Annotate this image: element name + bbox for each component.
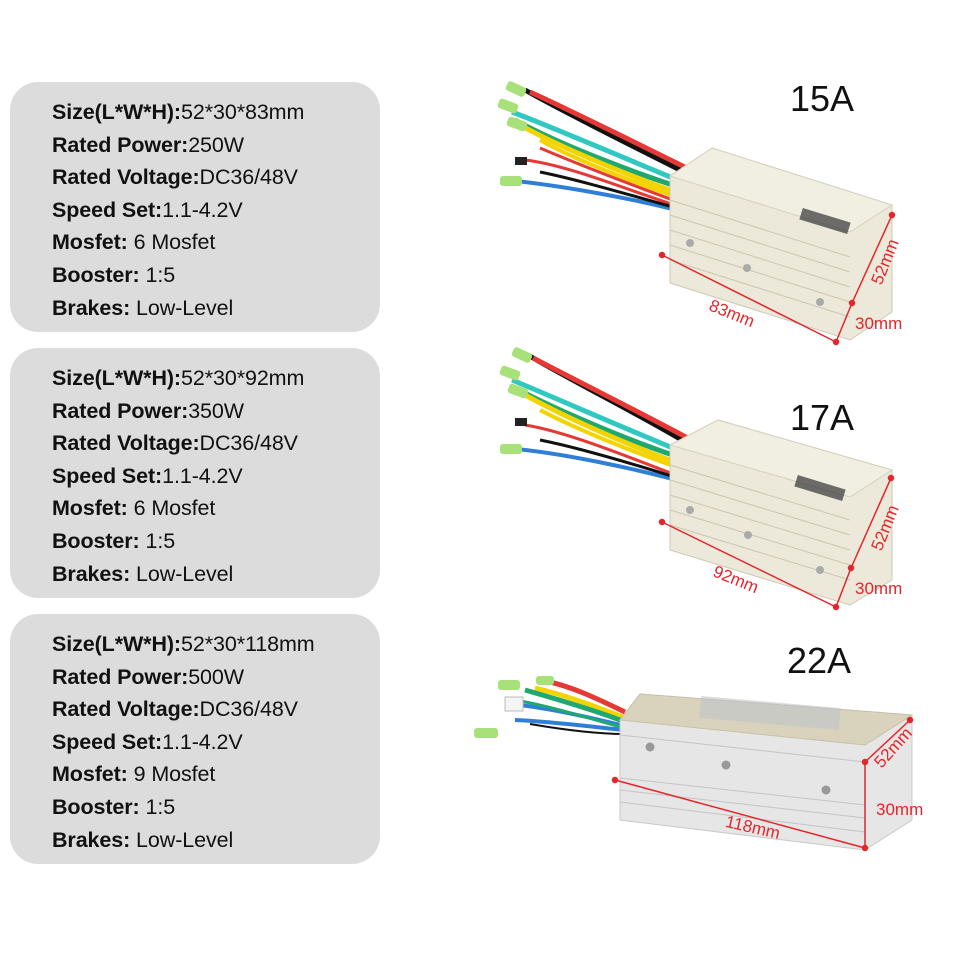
- spec-card-22a: Size(L*W*H):52*30*118mm Rated Power:500W…: [10, 614, 380, 864]
- dimension-lines-icon: [658, 474, 895, 611]
- spec-rated-power: Rated Power:500W: [52, 664, 244, 689]
- connector-icon: [474, 676, 554, 738]
- spec-brakes: Brakes: Low-Level: [52, 827, 234, 852]
- spec-card-17a: Size(L*W*H):52*30*92mm Rated Power:350W …: [10, 348, 380, 598]
- spec-rated-voltage: Rated Voltage:DC36/48V: [52, 697, 298, 722]
- spec-rated-voltage: Rated Voltage:DC36/48V: [52, 431, 298, 456]
- spec-card-15a: Size(L*W*H):52*30*83mm Rated Power:250W …: [10, 82, 380, 332]
- dimension-width-15a: 30mm: [855, 314, 903, 333]
- spec-speed-set: Speed Set:1.1-4.2V: [52, 197, 243, 222]
- connector-icon: [499, 347, 533, 454]
- spec-booster: Booster: 1:5: [52, 528, 176, 553]
- housing-icon: [668, 147, 894, 341]
- spec-size: Size(L*W*H):52*30*92mm: [52, 366, 305, 390]
- dimension-lines-icon: [658, 211, 896, 346]
- dimension-width-22a: 30mm: [876, 800, 924, 819]
- model-label-15a: 15A: [790, 78, 855, 119]
- model-label-17a: 17A: [790, 397, 855, 438]
- spec-rated-voltage: Rated Voltage:DC36/48V: [52, 165, 298, 190]
- spec-size: Size(L*W*H):52*30*118mm: [52, 632, 315, 656]
- spec-booster: Booster: 1:5: [52, 262, 176, 287]
- connector-icon: [497, 81, 528, 186]
- spec-speed-set: Speed Set:1.1-4.2V: [52, 463, 243, 488]
- spec-size: Size(L*W*H):52*30*83mm: [52, 100, 305, 124]
- wire-bundle-icon: [514, 677, 627, 735]
- spec-mosfet: Mosfet: 6 Mosfet: [52, 230, 216, 255]
- spec-mosfet: Mosfet: 6 Mosfet: [52, 496, 216, 521]
- spec-booster: Booster: 1:5: [52, 794, 176, 819]
- spec-rated-power: Rated Power:350W: [52, 398, 244, 423]
- dimension-lines-icon: [611, 716, 914, 852]
- spec-speed-set: Speed Set:1.1-4.2V: [52, 729, 243, 754]
- spec-brakes: Brakes: Low-Level: [52, 295, 234, 320]
- model-label-22a: 22A: [787, 640, 852, 681]
- housing-icon: [668, 419, 894, 606]
- dimension-width-17a: 30mm: [855, 579, 903, 598]
- spec-rated-power: Rated Power:250W: [52, 132, 244, 157]
- spec-brakes: Brakes: Low-Level: [52, 561, 234, 586]
- spec-mosfet: Mosfet: 9 Mosfet: [52, 762, 216, 787]
